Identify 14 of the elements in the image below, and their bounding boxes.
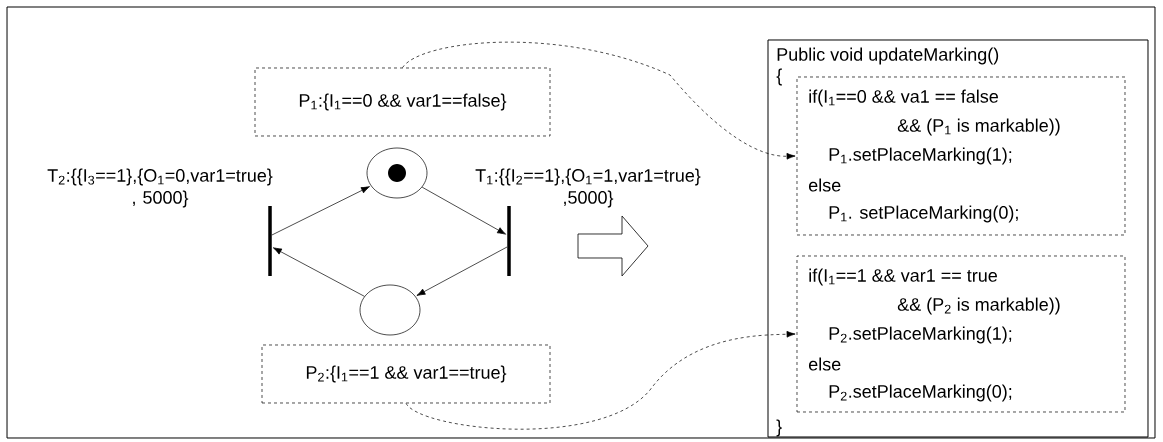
- code-block: if(I$_{1}$==1 && var1 == true && (P$_{2}$ is markable)) P$_{2}$.setPlaceMarking(1); else P$_{2}$.setPlaceMarking(0);: [796, 255, 1126, 413]
- transition-label: T$_{2}$:{{I$_{3}$==1},{O$_{1}$=0,var1=true} , 5000}: [47, 168, 273, 208]
- arc-arrow: [271, 186, 370, 236]
- place-circle: [359, 284, 421, 336]
- place-circle: [366, 147, 428, 199]
- transition-label: T$_{1}$:{{I$_{2}$==1},{O$_{1}$=1,var1=true} ,5000}: [475, 168, 701, 208]
- condition-box: P$_{2}$:{I$_{1}$==1 && var1==true}: [261, 344, 551, 404]
- condition-box: P$_{1}$:{I$_{1}$==0 && var1==false}: [254, 67, 551, 137]
- arc-arrow: [421, 186, 507, 235]
- dashed-arrow: [405, 331, 796, 430]
- code-block: if(I$_{1}$==0 && va1 == false && (P$_{1}$ is markable)) P$_{1}$.setPlaceMarking(1); else P$_{1}$. setPlaceMarking(0);: [796, 76, 1126, 236]
- arc-arrow: [272, 247, 365, 297]
- arc-arrow: [416, 246, 508, 296]
- dashed-arrow: [402, 41, 796, 160]
